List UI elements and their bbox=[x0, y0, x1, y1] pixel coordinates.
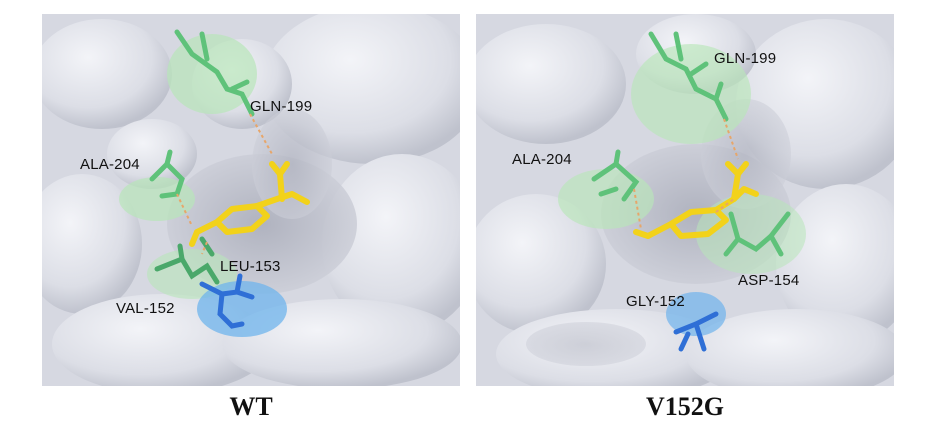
gln-199-residue bbox=[174, 29, 255, 117]
leu-153-label: LEU-153 bbox=[220, 258, 281, 275]
gly-152-label: GLY-152 bbox=[626, 293, 685, 310]
val-152-residue bbox=[154, 236, 220, 285]
asp-154-residue bbox=[723, 211, 791, 257]
ala-204-label: ALA-204 bbox=[80, 156, 140, 173]
gln-199-label: GLN-199 bbox=[250, 98, 313, 115]
v152g-caption: V152G bbox=[646, 392, 724, 421]
ala-204-residue bbox=[149, 149, 185, 199]
ala-204-residue bbox=[591, 149, 640, 202]
gln-199-label: GLN-199 bbox=[714, 50, 777, 67]
wt-structure-panel: GLN-199 ALA-204 LEU-153 VAL-152 bbox=[42, 14, 460, 386]
gln-199-residue bbox=[648, 31, 729, 122]
v152g-structure-panel: GLN-199 ALA-204 ASP-154 GLY-152 bbox=[476, 14, 894, 386]
ala-204-label: ALA-204 bbox=[512, 151, 572, 168]
hydrogen-bonds bbox=[176, 113, 273, 255]
val-152-label: VAL-152 bbox=[116, 300, 175, 317]
gly-152-residue bbox=[673, 311, 719, 352]
v152g-molecular-surface bbox=[476, 14, 894, 386]
wt-caption: WT bbox=[229, 392, 273, 421]
asp-154-label: ASP-154 bbox=[738, 272, 800, 289]
leu-153-residue bbox=[199, 273, 255, 329]
ligand bbox=[189, 161, 310, 247]
wt-molecular-surface bbox=[42, 14, 460, 386]
ligand bbox=[633, 161, 759, 239]
hydrogen-bonds bbox=[633, 118, 739, 230]
